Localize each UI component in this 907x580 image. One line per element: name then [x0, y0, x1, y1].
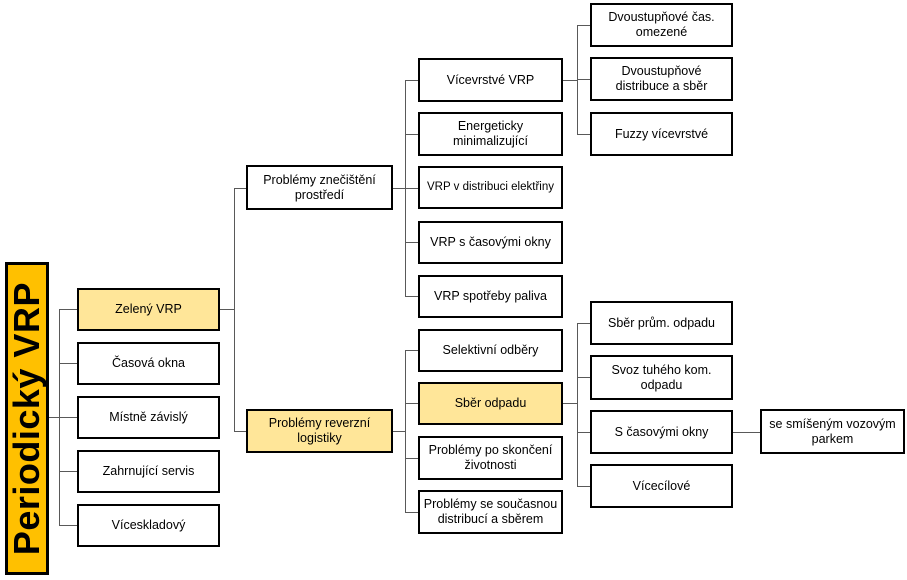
connector-line	[234, 431, 246, 432]
connector-line	[405, 134, 418, 135]
connector-line	[577, 79, 590, 80]
node-vrp-spotreby-paliva: VRP spotřeby paliva	[418, 275, 563, 318]
node-smiseny-vozovy-park: se smíšeným vozovým parkem	[760, 409, 905, 454]
node-dvoustupnove-cas-omezene: Dvoustupňové čas. omezené	[590, 3, 733, 47]
node-selektivni-odbery: Selektivní odběry	[418, 329, 563, 372]
node-viceskladovy: Víceskladový	[77, 504, 220, 547]
connector-line	[563, 80, 577, 81]
node-casova-okna: Časová okna	[77, 342, 220, 385]
connector-line	[405, 80, 418, 81]
node-dvoustupnove-distribuce-sber: Dvoustupňové distribuce a sběr	[590, 57, 733, 101]
connector-line	[220, 309, 234, 310]
connector-line	[59, 363, 77, 364]
connector-line	[405, 350, 418, 351]
node-problemy-znecisteni: Problémy znečištění prostředí	[246, 165, 393, 210]
connector-line	[563, 403, 577, 404]
node-s-casovymi-okny: S časovými okny	[590, 410, 733, 454]
connector-line	[393, 431, 405, 432]
connector-line	[59, 417, 77, 418]
connector-line	[234, 188, 246, 189]
node-vrp-distribuce-elektriny: VRP v distribuci elektřiny	[418, 166, 563, 209]
node-periodicky-vrp: Periodický VRP	[5, 262, 49, 575]
connector-line	[393, 188, 405, 189]
node-svoz-tuheho-kom-odpadu: Svoz tuhého kom. odpadu	[590, 355, 733, 400]
node-fuzzy-vicevrstve: Fuzzy vícevrstvé	[590, 112, 733, 156]
node-vrp-casova-okna: VRP s časovými okny	[418, 221, 563, 264]
connector-line	[577, 134, 590, 135]
node-zeleny-vrp: Zelený VRP	[77, 288, 220, 331]
connector-line	[577, 323, 578, 487]
connector-line	[405, 296, 418, 297]
connector-line	[577, 432, 590, 433]
connector-line	[49, 417, 59, 418]
connector-line	[405, 403, 418, 404]
connector-line	[577, 25, 590, 26]
node-energeticky-minimalizujici: Energeticky minimalizující	[418, 112, 563, 156]
connector-line	[405, 350, 406, 513]
connector-line	[405, 242, 418, 243]
connector-line	[577, 377, 590, 378]
root-title: Periodický VRP	[6, 281, 48, 556]
connector-line	[577, 486, 590, 487]
connector-line	[733, 432, 760, 433]
node-problemy-po-skonceni: Problémy po skončení životnosti	[418, 436, 563, 480]
connector-line	[59, 471, 77, 472]
connector-line	[234, 188, 235, 432]
node-mistne-zavisly: Místně závislý	[77, 396, 220, 439]
connector-line	[577, 25, 578, 135]
connector-line	[577, 323, 590, 324]
node-sber-odpadu: Sběr odpadu	[418, 382, 563, 425]
node-problemy-reverzni: Problémy reverzní logistiky	[246, 409, 393, 453]
connector-line	[405, 512, 418, 513]
connector-line	[59, 525, 77, 526]
node-problemy-soucasna-distribuce: Problémy se současnou distribucí a sběre…	[418, 490, 563, 534]
connector-line	[405, 188, 418, 189]
node-zahrnujici-servis: Zahrnující servis	[77, 450, 220, 493]
node-vicevrstve-vrp: Vícevrstvé VRP	[418, 58, 563, 102]
connector-line	[59, 309, 77, 310]
node-vicecilove: Vícecílové	[590, 464, 733, 508]
connector-line	[405, 458, 418, 459]
node-sber-prum-odpadu: Sběr prům. odpadu	[590, 301, 733, 345]
